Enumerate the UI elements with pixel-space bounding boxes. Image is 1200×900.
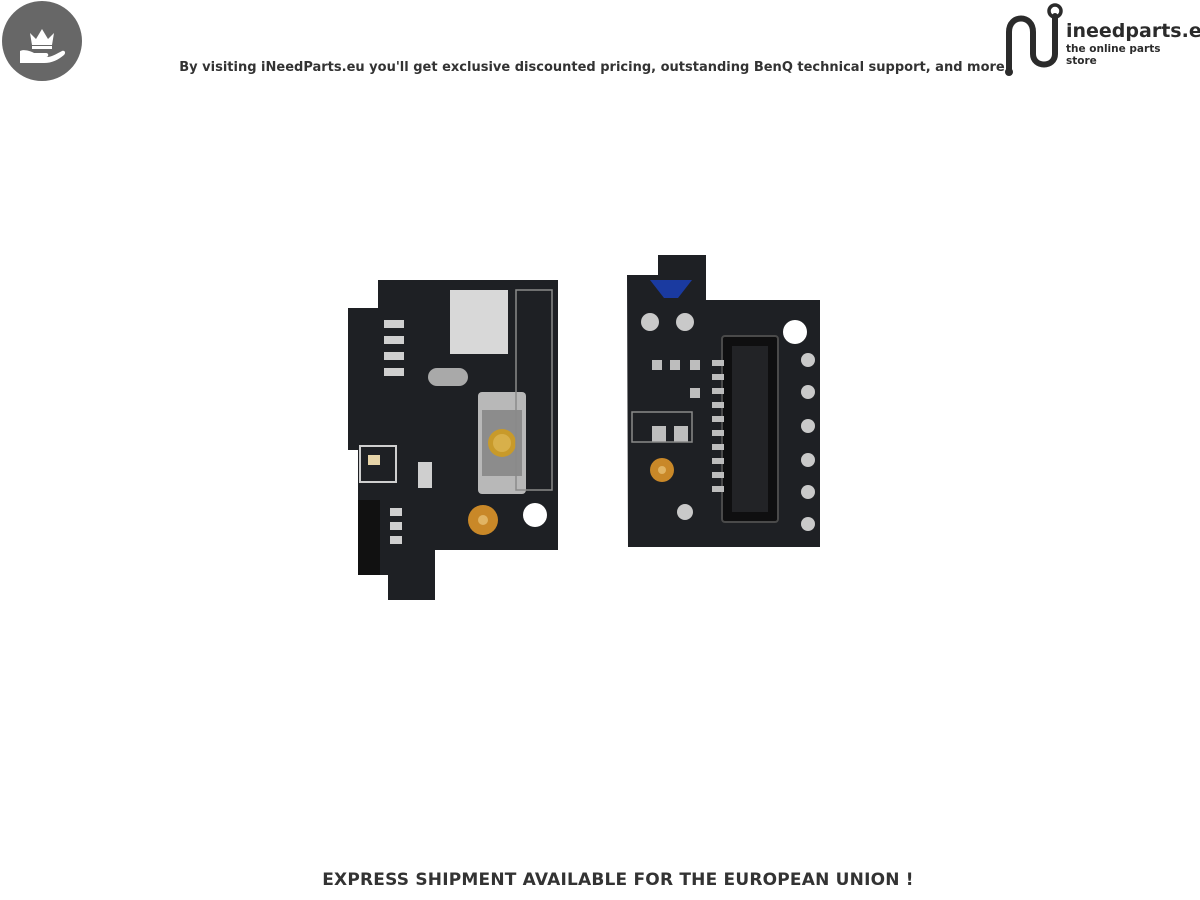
crown-hand-icon bbox=[2, 1, 82, 81]
header-tagline: By visiting iNeedParts.eu you'll get exc… bbox=[179, 60, 1005, 75]
right-circuit-board bbox=[627, 255, 820, 547]
site-logo[interactable]: ineedparts.eu the online parts store bbox=[1003, 2, 1200, 78]
shipping-banner: EXPRESS SHIPMENT AVAILABLE FOR THE EUROP… bbox=[322, 870, 914, 890]
logo-name: ineedparts.eu bbox=[1066, 20, 1200, 42]
logo-subtitle: the online parts store bbox=[1066, 43, 1161, 67]
ineedparts-logo-icon bbox=[1005, 3, 1063, 76]
left-circuit-board bbox=[348, 280, 558, 600]
product-photo bbox=[348, 255, 820, 600]
